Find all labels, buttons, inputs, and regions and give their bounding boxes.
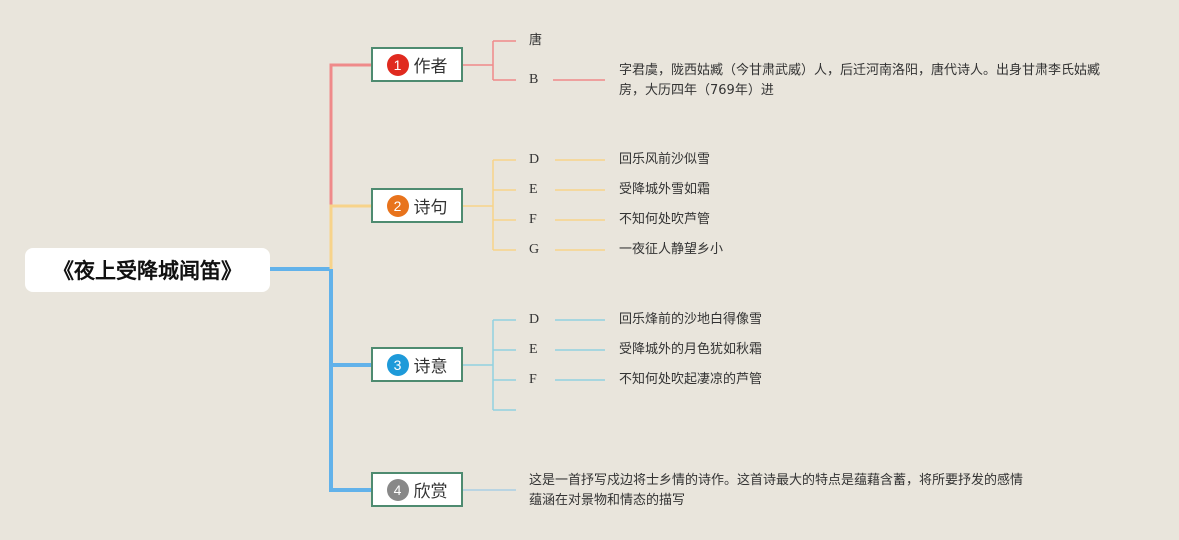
trunk-meaning <box>329 269 371 492</box>
meaning-leaf-key[interactable]: F <box>529 372 537 387</box>
branch-meaning[interactable]: 3 诗意 <box>371 347 463 382</box>
lines-leaf-text[interactable]: 回乐风前沙似雪 <box>619 152 711 167</box>
lines-leaf-text[interactable]: 不知何处吹芦管 <box>619 212 711 227</box>
author-leaf-lines <box>463 40 605 81</box>
meaning-leaf-key[interactable]: D <box>529 312 540 327</box>
branch-appreciation[interactable]: 4 欣赏 <box>371 472 463 507</box>
author-bio: 字君虞，陇西姑臧（今甘肃武威）人，后迁河南洛阳，唐代诗人。出身甘肃李氏姑臧房，大… <box>619 63 1101 98</box>
branch-label: 作者 <box>413 57 448 77</box>
lines-leaf-text[interactable]: 一夜征人静望乡小 <box>619 242 724 257</box>
lines-leaf-key[interactable]: G <box>529 242 540 257</box>
lines-leaf-text[interactable]: 受降城外雪如霜 <box>619 182 711 197</box>
trunk-lines <box>329 204 371 269</box>
lines-leaf-lines <box>463 159 605 251</box>
meaning-leaf-key[interactable]: E <box>529 342 538 357</box>
appreciation-text: 这是一首抒写戍边将士乡情的诗作。这首诗最大的特点是蕴藉含蓄，将所要抒发的感情蕴涵… <box>529 473 1024 508</box>
number-2-icon: 2 <box>386 194 409 217</box>
meaning-leaf-text[interactable]: 回乐烽前的沙地白得像雪 <box>619 312 763 327</box>
lines-leaf-key[interactable]: F <box>529 212 537 227</box>
meaning-leaf-text[interactable]: 受降城外的月色犹如秋霜 <box>619 342 763 357</box>
lines-leaf-key[interactable]: E <box>529 182 538 197</box>
branch-label: 欣赏 <box>413 482 448 502</box>
number-1-icon: 1 <box>386 53 409 76</box>
number-4-icon: 4 <box>386 478 409 501</box>
author-leaf-key[interactable]: B <box>529 72 539 87</box>
branch-author[interactable]: 1 作者 <box>371 47 463 82</box>
number-3-icon: 3 <box>386 353 409 376</box>
branch-lines[interactable]: 2 诗句 <box>371 188 463 223</box>
branch-label: 诗句 <box>413 198 448 218</box>
meaning-leaf-lines <box>463 319 605 411</box>
meaning-leaf-text[interactable]: 不知何处吹起凄凉的芦管 <box>619 372 763 387</box>
branch-label: 诗意 <box>413 357 448 377</box>
root-title[interactable]: 《夜上受降城闻笛》 <box>25 248 270 292</box>
trunk-author <box>329 63 371 206</box>
author-leaf-dynasty[interactable]: 唐 <box>529 33 543 48</box>
lines-leaf-key[interactable]: D <box>529 152 540 167</box>
